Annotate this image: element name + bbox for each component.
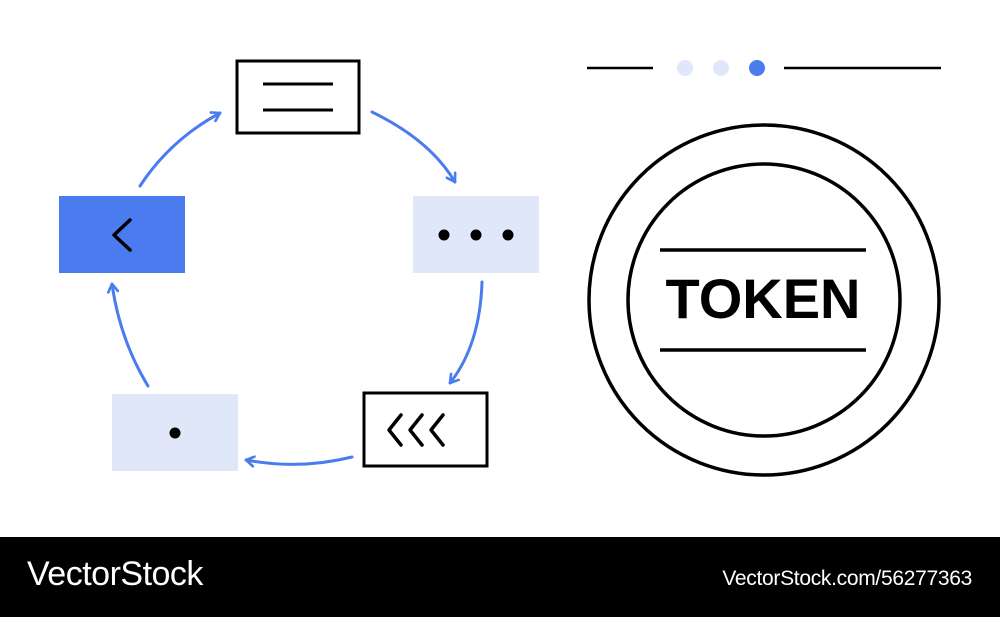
cycle-arrow-icon <box>370 110 455 184</box>
dot-box <box>112 394 238 471</box>
step-indicator <box>587 60 941 76</box>
watermark-footer: VectorStock VectorStock.com/56277363 <box>0 537 1000 617</box>
cycle-arrow-icon <box>112 282 150 388</box>
step-dot <box>677 60 693 76</box>
triple-chevron-box <box>362 391 489 468</box>
dot-icon <box>169 427 181 439</box>
cycle-arrow-icon <box>138 113 222 188</box>
chevron-left-box <box>59 196 185 273</box>
brand-logo-text: VectorStock <box>27 555 203 593</box>
stock-id-text: VectorStock.com/56277363 <box>722 567 972 590</box>
ellipsis-icon <box>438 229 514 241</box>
step-dot-active <box>749 60 765 76</box>
cycle-arrow-icon <box>448 280 484 385</box>
chevron-left-icon <box>112 218 132 252</box>
cycle-arrow-icon <box>244 457 354 464</box>
cycle-token-illustration: TOKEN <box>59 59 941 477</box>
token-coin-icon: TOKEN <box>587 123 941 477</box>
menu-lines-icon <box>263 82 333 112</box>
menu-lines-box <box>235 59 361 135</box>
token-label: TOKEN <box>666 267 861 330</box>
step-dot <box>713 60 729 76</box>
ellipsis-box <box>413 196 539 273</box>
triple-chevron-left-icon <box>387 413 445 447</box>
